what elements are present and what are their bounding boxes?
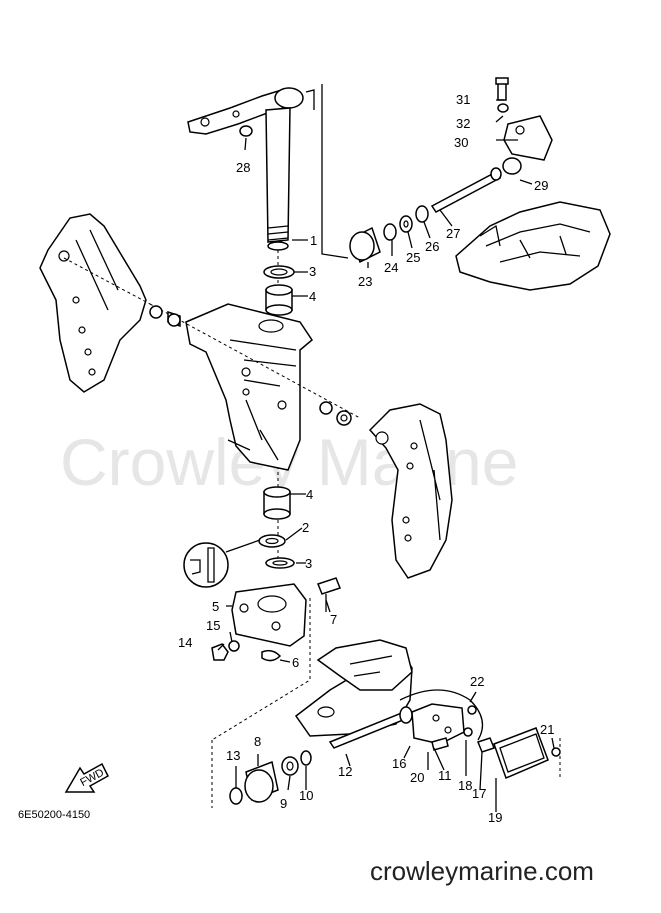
callout-7: 7 (330, 612, 337, 627)
swivel-bracket (185, 303, 313, 471)
washer-15 (228, 640, 240, 652)
callout-12: 12 (338, 764, 352, 779)
clamp-30 (503, 115, 553, 161)
washer-26 (415, 205, 429, 223)
clamp-bracket-left (39, 213, 147, 393)
callout-21: 21 (540, 722, 554, 737)
callout-30: 30 (454, 135, 468, 150)
steering-arm-assembly (187, 87, 315, 251)
steering-yoke (231, 583, 307, 647)
callout-24: 24 (384, 260, 398, 275)
callout-14: 14 (178, 635, 192, 650)
callout-1: 1 (310, 233, 317, 248)
callout-22: 22 (470, 674, 484, 689)
seal-detail-inset (183, 539, 261, 588)
callout-8: 8 (254, 734, 261, 749)
bushing-lower (263, 486, 291, 520)
tilt-bushing-right (319, 401, 333, 415)
nut-14 (211, 643, 229, 661)
drawing-code: 6E50200-4150 (18, 809, 90, 821)
screw-17 (477, 737, 495, 753)
clamp-bracket-right (368, 403, 453, 579)
guide-yoke (211, 598, 311, 741)
callout-25: 25 (406, 250, 420, 265)
callout-27: 27 (446, 226, 460, 241)
callout-28: 28 (236, 160, 250, 175)
stopper (317, 577, 341, 595)
plate-16 (411, 703, 465, 745)
callout-2: 2 (302, 520, 309, 535)
bolt-20 (431, 737, 449, 751)
clip-6 (261, 649, 282, 662)
callout-5: 5 (212, 599, 219, 614)
callout-4-lower: 4 (306, 487, 313, 502)
bushing-upper (265, 284, 293, 316)
engine-mount-plate (455, 201, 611, 291)
tilt-washer-left (149, 305, 163, 319)
callout-9: 9 (280, 796, 287, 811)
callout-3-lower: 3 (305, 556, 312, 571)
guide-upper (321, 84, 349, 259)
washer-18 (463, 727, 473, 737)
screw-21 (551, 747, 561, 757)
washer-32 (497, 103, 509, 113)
callout-15: 15 (206, 618, 220, 633)
tilt-axis-line (63, 257, 361, 419)
callout-16: 16 (392, 756, 406, 771)
callout-3-upper: 3 (309, 264, 316, 279)
fwd-arrow-icon: FWD (64, 762, 109, 793)
callout-20: 20 (410, 770, 424, 785)
screw-22 (467, 705, 477, 715)
upper-mount-23 (349, 226, 381, 264)
callout-6: 6 (292, 655, 299, 670)
callout-32: 32 (456, 116, 470, 131)
callout-10: 10 (299, 788, 313, 803)
mount-rubber-8 (244, 760, 279, 803)
callout-18: 18 (458, 778, 472, 793)
callout-31: 31 (456, 92, 470, 107)
callout-19: 19 (488, 810, 502, 825)
callout-17: 17 (472, 786, 486, 801)
callout-11: 11 (438, 768, 452, 783)
cover-19 (493, 727, 549, 780)
callout-23: 23 (358, 274, 372, 289)
washer-24 (383, 223, 397, 241)
bolt-27 (430, 171, 502, 213)
callout-29: 29 (534, 178, 548, 193)
callout-26: 26 (425, 239, 439, 254)
callout-4-upper: 4 (309, 289, 316, 304)
bushing-29 (502, 157, 522, 175)
washer-13 (229, 787, 243, 805)
website-text: crowleymarine.com (370, 856, 594, 886)
lower-mount-bracket (294, 639, 413, 737)
svg-text:FWD: FWD (78, 767, 106, 789)
washer-10 (300, 750, 312, 766)
callout-13: 13 (226, 748, 240, 763)
